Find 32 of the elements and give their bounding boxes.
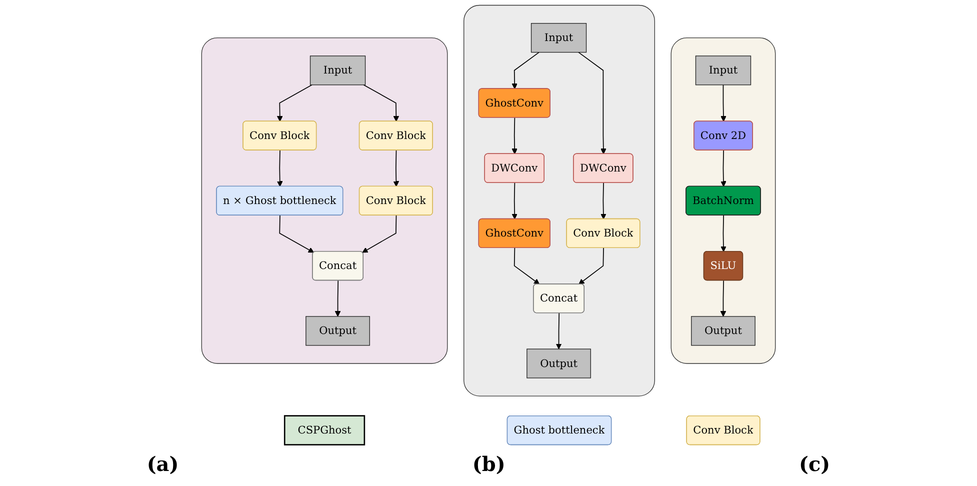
panel-label: (c) [799, 452, 830, 476]
node-box: Input [310, 56, 366, 86]
arrow [720, 215, 726, 252]
arrow [720, 84, 726, 122]
arrow [279, 215, 314, 253]
arrow [514, 248, 540, 284]
arrow [393, 150, 400, 187]
node-box: Input [695, 56, 752, 86]
node-box: Output [691, 316, 756, 346]
arrow [578, 52, 606, 154]
arrow [362, 215, 397, 253]
panel-label: (a) [146, 452, 179, 476]
arrow [578, 248, 604, 284]
arrow [512, 182, 518, 220]
panel-label: (b) [472, 452, 506, 476]
arrow [556, 312, 562, 350]
arrow [276, 84, 312, 122]
cluster [464, 4, 655, 396]
node-box: Output [526, 348, 591, 378]
node-box: Output [306, 316, 370, 346]
cluster [201, 38, 448, 364]
arrow [512, 117, 518, 154]
arrow [334, 280, 341, 317]
arrow [512, 52, 540, 90]
arrow [276, 150, 283, 187]
cluster [670, 38, 776, 364]
node-box: CSPGhost [284, 415, 366, 446]
node-box: Input [530, 23, 587, 53]
arrow [720, 280, 726, 317]
arrow [600, 182, 606, 220]
arrow [363, 84, 400, 122]
arrow [720, 150, 726, 187]
